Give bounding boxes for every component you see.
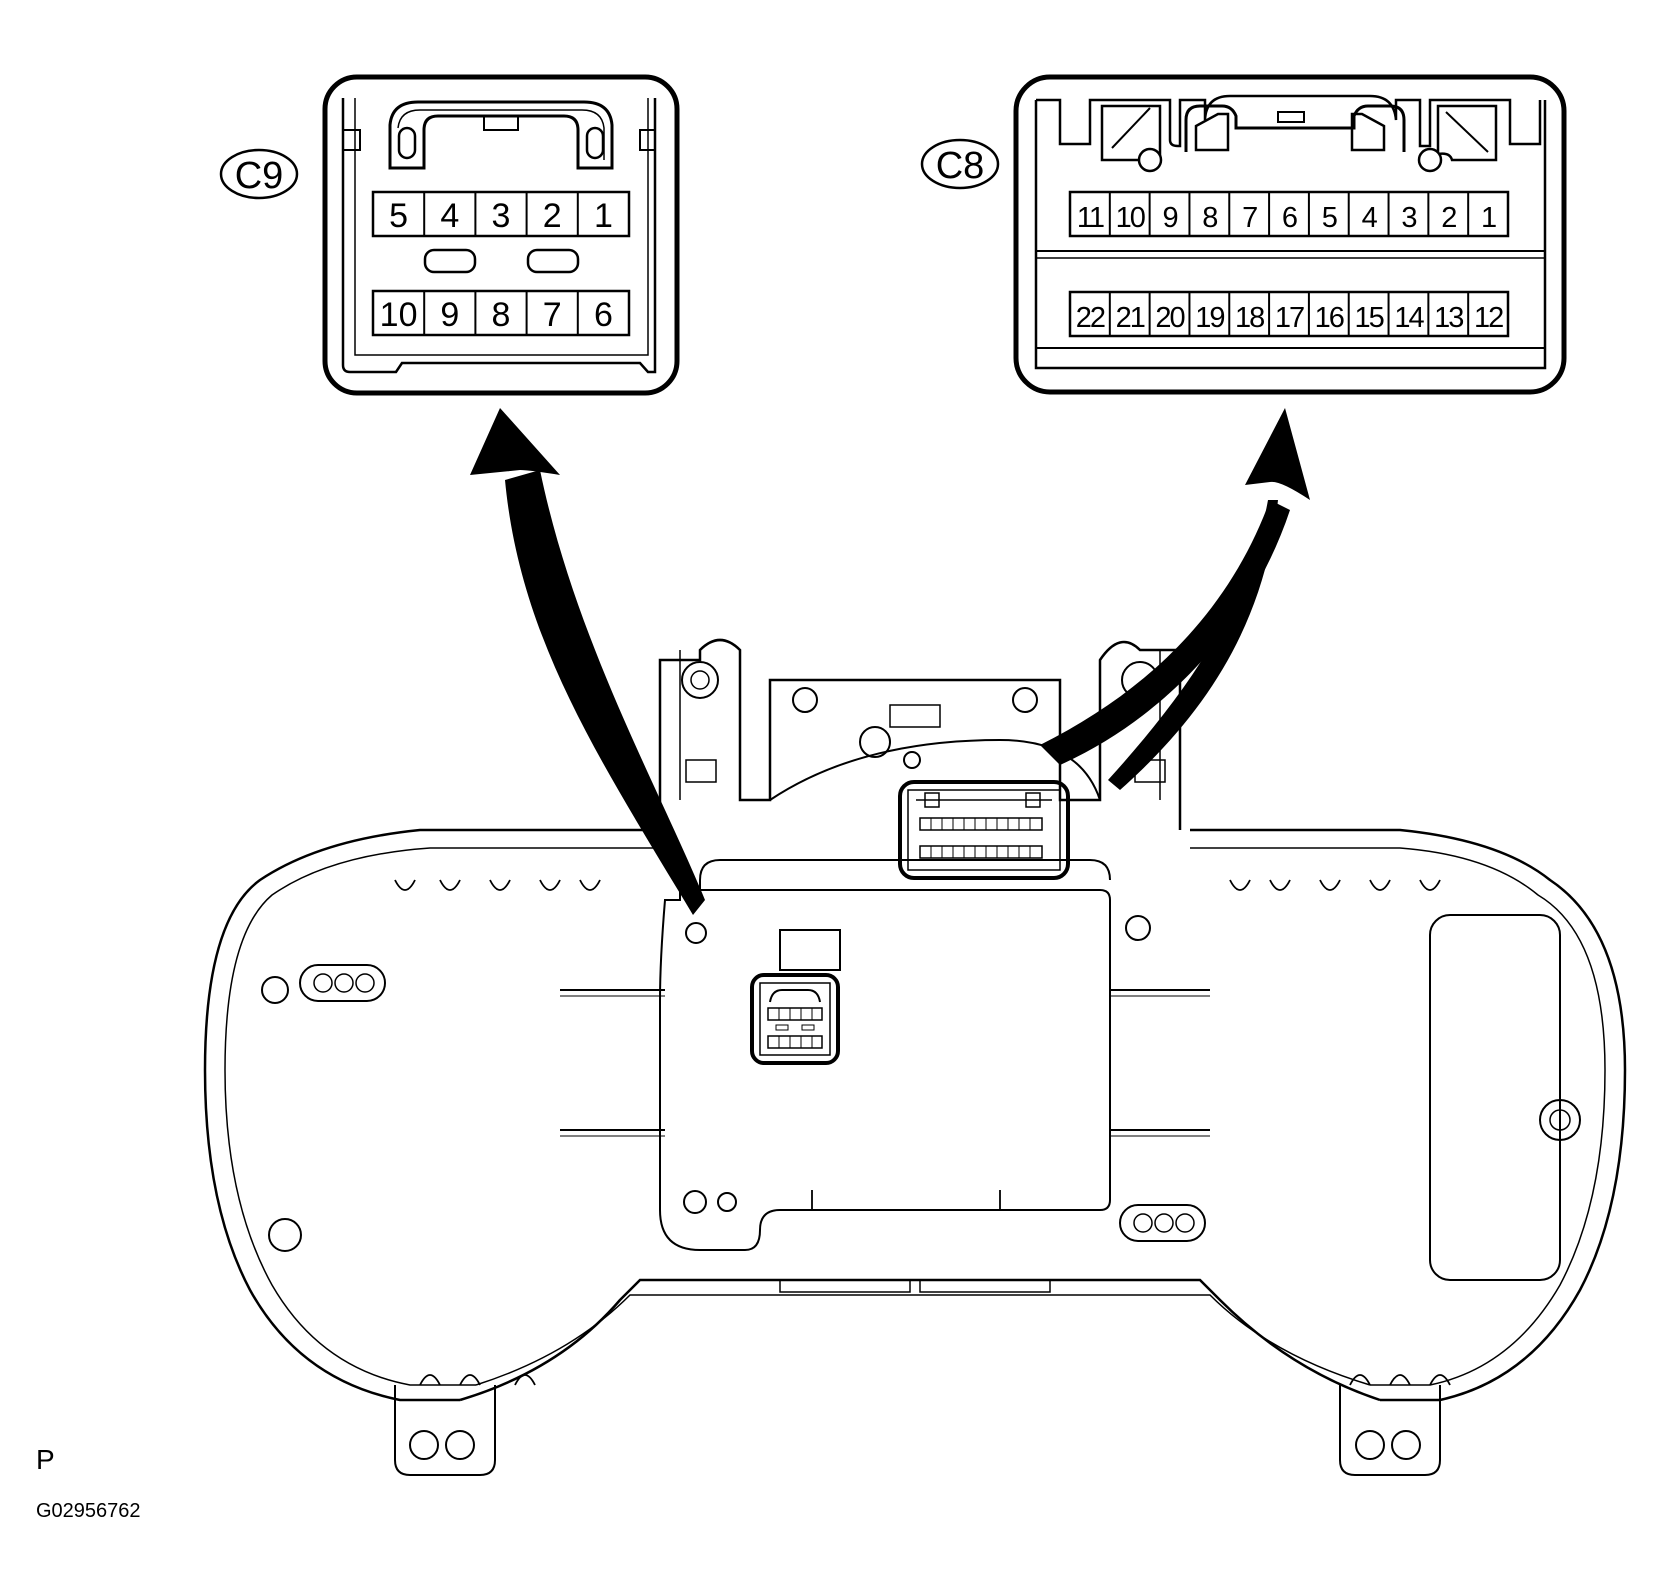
c8-pin-7: 7 — [1242, 202, 1257, 234]
c8-pin-2: 2 — [1441, 202, 1456, 234]
c9-pin-6: 6 — [594, 296, 613, 334]
c8-label: C8 — [936, 145, 985, 187]
c9-label: C9 — [235, 155, 284, 197]
c8-pin-9: 9 — [1162, 202, 1177, 234]
c9-pin-7: 7 — [543, 296, 562, 334]
combination-meter-rear-view — [203, 638, 1627, 1476]
c8-pin-15: 15 — [1355, 302, 1384, 334]
c8-pin-11: 11 — [1077, 202, 1104, 234]
c9-pin-2: 2 — [543, 197, 562, 235]
c8-pin-4: 4 — [1362, 202, 1378, 234]
c9-pointer-arrow — [470, 408, 705, 915]
c9-label-badge: C9 — [219, 148, 299, 200]
c9-pin-4: 4 — [440, 197, 459, 235]
c8-pin-20: 20 — [1155, 302, 1184, 334]
c8-pin-19: 19 — [1195, 302, 1224, 334]
c9-pin-5: 5 — [389, 197, 408, 235]
c8-pin-13: 13 — [1434, 302, 1463, 334]
figure-code: G02956762 — [36, 1500, 141, 1522]
c9-pin-3: 3 — [492, 197, 511, 235]
c9-pin-10: 10 — [380, 296, 418, 334]
view-letter: P — [36, 1444, 55, 1475]
c8-pin-16: 16 — [1315, 302, 1344, 334]
c8-label-badge: C8 — [920, 138, 1000, 190]
c8-pin-12: 12 — [1474, 302, 1503, 334]
c8-pin-1: 1 — [1481, 202, 1496, 234]
c8-pin-22: 22 — [1076, 302, 1105, 334]
c8-pin-8: 8 — [1202, 202, 1217, 234]
c8-pin-5: 5 — [1322, 202, 1337, 234]
c9-pin-8: 8 — [492, 296, 511, 334]
c8-pin-10: 10 — [1116, 202, 1145, 234]
c8-pointer-arrow — [1040, 408, 1310, 790]
c8-connector-on-meter — [898, 780, 1070, 880]
c8-pin-3: 3 — [1401, 202, 1416, 234]
c8-pin-6: 6 — [1282, 202, 1297, 234]
c9-pin-9: 9 — [440, 296, 459, 334]
c9-pin-1: 1 — [594, 197, 613, 235]
c9-connector-on-meter — [750, 973, 840, 1065]
c8-pin-21: 21 — [1116, 302, 1145, 334]
c8-pin-18: 18 — [1235, 302, 1264, 334]
c8-pin-14: 14 — [1394, 302, 1424, 334]
c8-pin-17: 17 — [1275, 302, 1304, 334]
